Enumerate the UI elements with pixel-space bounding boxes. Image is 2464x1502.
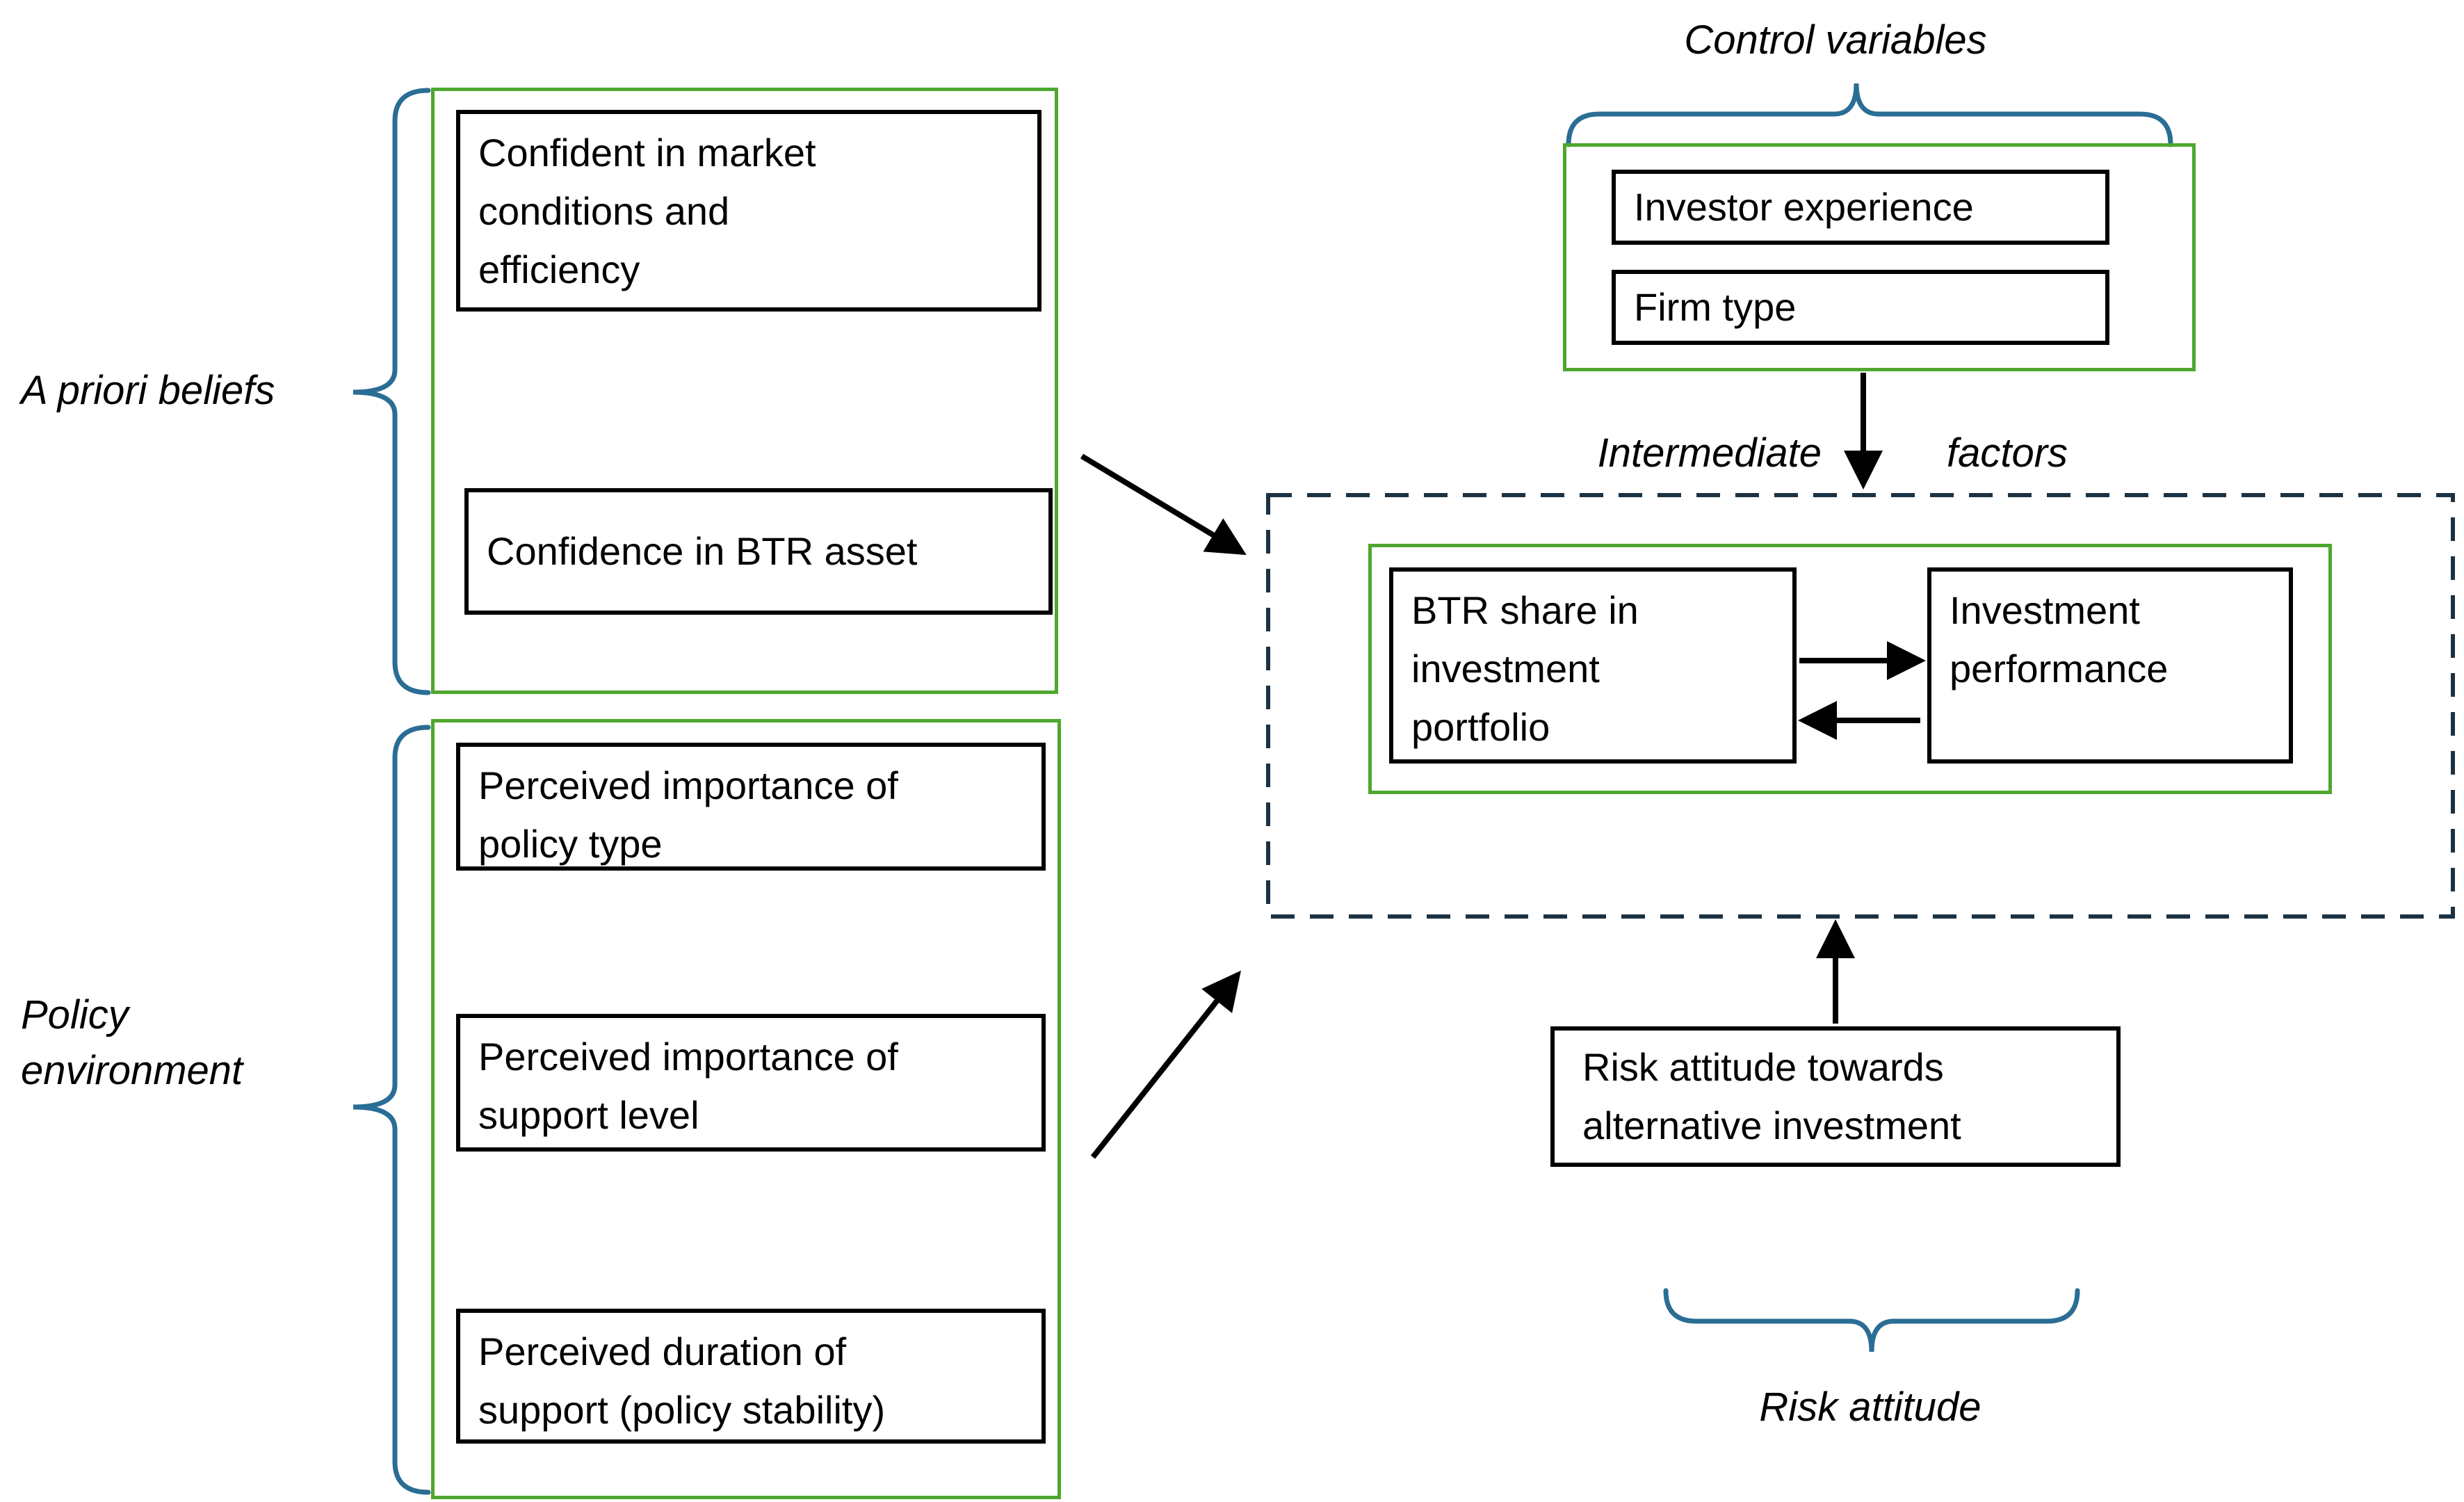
btr-share-box: BTR share in investment portfolio [1389, 567, 1797, 764]
support-level-box: Perceived importance of support level [456, 1014, 1046, 1152]
a-priori-beliefs-label: A priori beliefs [21, 368, 275, 413]
confident-market-box: Confident in market conditions and effic… [456, 110, 1041, 312]
investment-performance-box: Investment performance [1927, 567, 2293, 764]
policy-environment-group [431, 719, 1061, 1499]
intermediate-factors-inner-group [1368, 544, 2332, 794]
a-priori-beliefs-group [431, 88, 1058, 694]
control-variables-brace [1566, 83, 2173, 147]
investment-performance-text: Investment performance [1950, 588, 2169, 691]
investor-experience-text: Investor experience [1634, 185, 1974, 229]
arrow-policy-to-intermediate [1090, 970, 1241, 1159]
confidence-btr-box: Confidence in BTR asset [464, 488, 1053, 615]
confidence-btr-text: Confidence in BTR asset [487, 529, 918, 573]
risk-attitude-brace [1663, 1288, 2080, 1352]
intermediate-factors-label-word1: Intermediate [1597, 430, 1822, 476]
a-priori-beliefs-brace [352, 88, 431, 695]
firm-type-text: Firm type [1634, 285, 1797, 329]
confident-market-text: Confident in market conditions and effic… [478, 131, 816, 291]
arrow-apriori-to-intermediate [1080, 453, 1247, 556]
support-level-text: Perceived importance of support level [478, 1035, 898, 1137]
risk-attitude-label: Risk attitude [1759, 1384, 1981, 1430]
support-duration-box: Perceived duration of support (policy st… [456, 1309, 1046, 1444]
support-duration-text: Perceived duration of support (policy st… [478, 1330, 886, 1432]
policy-type-box: Perceived importance of policy type [456, 743, 1046, 871]
policy-environment-label: Policy environment [21, 992, 243, 1094]
firm-type-box: Firm type [1612, 270, 2109, 345]
risk-attitude-towards-text: Risk attitude towards alternative invest… [1582, 1045, 1961, 1147]
policy-environment-brace [352, 725, 431, 1495]
control-variables-label: Control variables [1684, 17, 1987, 63]
intermediate-factors-dashed-border [1266, 493, 2455, 919]
intermediate-factors-label-word2: factors [1947, 430, 2068, 476]
control-variables-group [1563, 143, 2196, 371]
btr-share-text: BTR share in investment portfolio [1411, 588, 1639, 749]
risk-attitude-towards-box: Risk attitude towards alternative invest… [1550, 1026, 2121, 1167]
investor-experience-box: Investor experience [1612, 170, 2109, 245]
policy-type-text: Perceived importance of policy type [478, 764, 898, 866]
